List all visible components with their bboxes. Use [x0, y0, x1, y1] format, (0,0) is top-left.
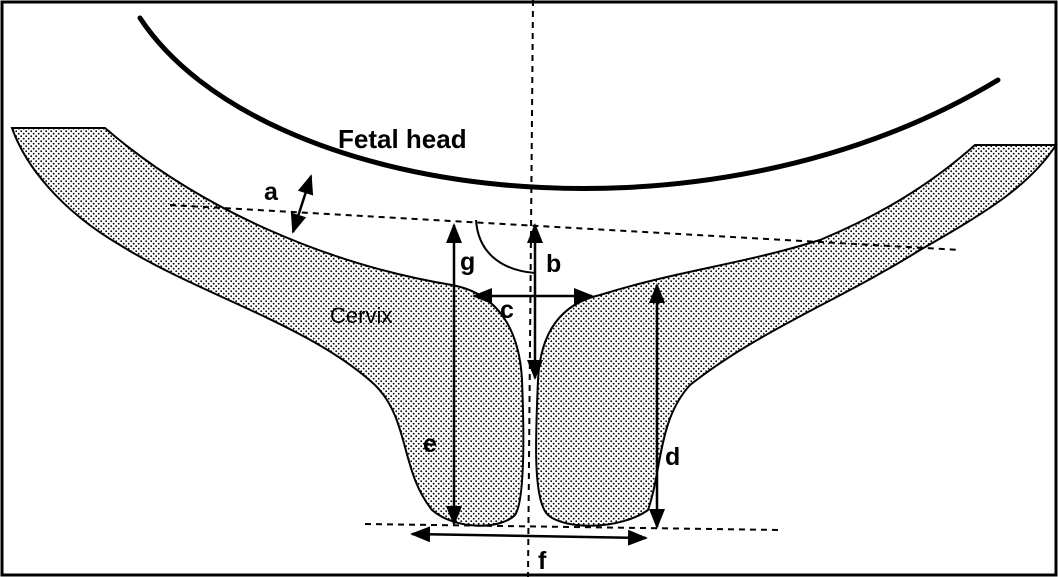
label-e: e — [423, 430, 437, 458]
label-f: f — [538, 547, 547, 575]
arrow-a — [293, 176, 311, 232]
inner-curve — [476, 220, 535, 273]
label-c: c — [500, 296, 514, 324]
label-b: b — [546, 250, 561, 278]
vertical-midline — [528, 0, 533, 577]
arrow-f — [412, 534, 646, 538]
label-g: g — [460, 248, 475, 276]
label-d: d — [665, 443, 680, 471]
cervix-right-lip — [536, 145, 1056, 526]
fetal-head-label: Fetal head — [338, 124, 467, 154]
fetal-head-outline — [140, 18, 998, 189]
cervix-label: Cervix — [330, 303, 392, 328]
label-a: a — [264, 178, 279, 206]
